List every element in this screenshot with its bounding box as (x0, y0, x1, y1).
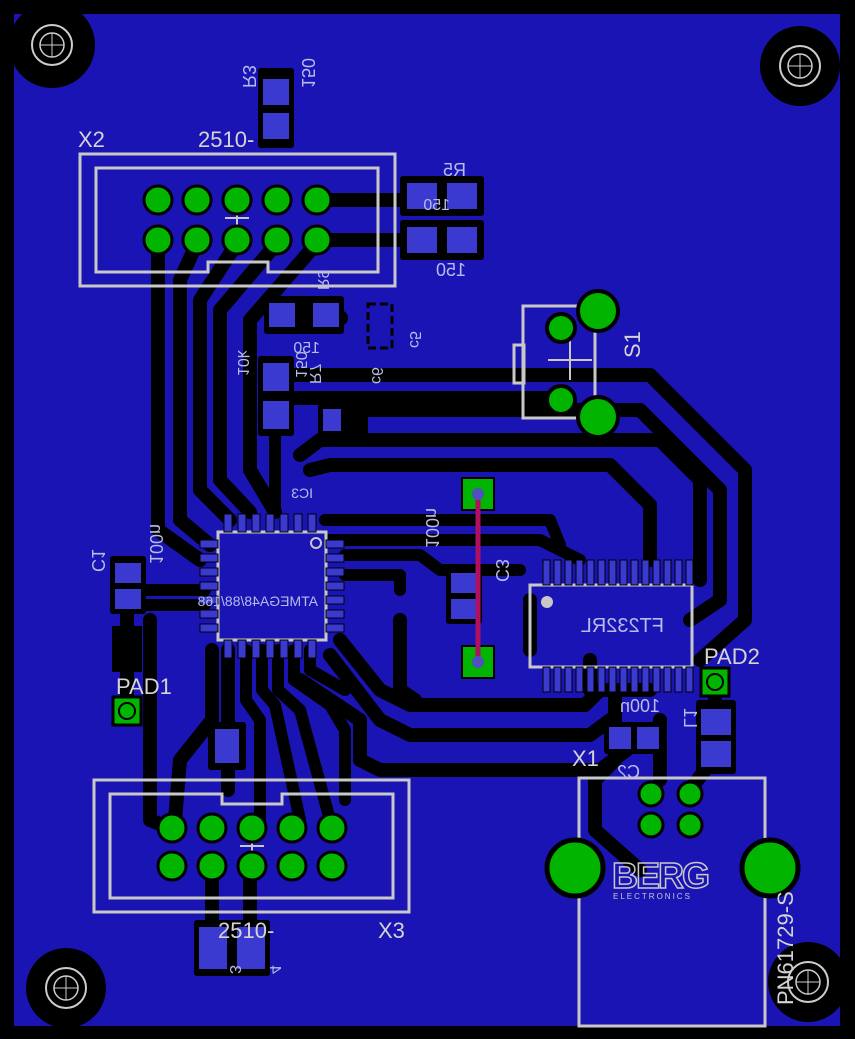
label-mcu: ATMEGA48/88/168 (197, 593, 318, 609)
label-l1: L1 (680, 708, 700, 728)
mounting-hole-top-right (760, 26, 840, 106)
label-s1: S1 (620, 331, 645, 358)
label-r5-val: 150 (436, 260, 466, 280)
svg-text:BERG: BERG (612, 855, 708, 896)
smd-components (110, 68, 736, 976)
label-r7: R7 (306, 363, 323, 384)
mounting-hole-bottom-left (26, 948, 106, 1028)
label-x1: X1 (572, 746, 599, 771)
label-c2-val: 100n (620, 696, 660, 716)
label-c3: C3 (492, 559, 512, 582)
label-c6: c6 (368, 367, 385, 384)
label-x3-type: 2510- (218, 918, 274, 943)
label-jp3: 3 (226, 965, 243, 974)
label-x3: X3 (378, 918, 405, 943)
mounting-hole-bottom-right (768, 942, 848, 1022)
ic3-pins (199, 513, 345, 659)
label-ftdi: FT232RL (581, 615, 664, 637)
mounting-hole-top-left (9, 2, 95, 88)
label-r-val-b: 150 (293, 340, 320, 357)
label-r-val-c: 10k (234, 349, 251, 376)
berg-logo: BERG ELECTRONICS (611, 854, 711, 901)
label-r3: R3 (239, 65, 259, 88)
labels: X2 2510- X3 2510- X1 PAD1 PAD2 S1 PN6172… (78, 58, 798, 1005)
svg-text:ELECTRONICS: ELECTRONICS (613, 892, 692, 901)
label-r-val-d: 150 (292, 351, 309, 378)
connector-x1-outline (577, 776, 767, 1028)
label-c1-val: 100n (146, 524, 166, 564)
label-r-val-a: 150 (423, 197, 450, 214)
label-r5: R5 (443, 160, 466, 180)
switch-s1 (512, 304, 597, 420)
label-c2: C2 (617, 762, 640, 782)
label-x2-type: 2510- (198, 127, 254, 152)
label-c3-val: 100n (422, 508, 442, 548)
connector-x2 (78, 152, 397, 288)
label-r9: R9 (314, 269, 331, 290)
ftdi-pins (542, 559, 694, 693)
label-c1: C1 (88, 549, 108, 572)
label-pad2: PAD2 (704, 644, 760, 669)
label-pad1: PAD1 (116, 674, 172, 699)
label-c5: c5 (406, 331, 423, 348)
label-ic3: IC3 (291, 485, 313, 501)
label-usb-part: PN61729-S (773, 891, 798, 1005)
label-jp4: 4 (266, 965, 283, 974)
label-r3-val: 150 (298, 58, 318, 88)
label-x2: X2 (78, 127, 105, 152)
tht-pads (111, 184, 801, 899)
